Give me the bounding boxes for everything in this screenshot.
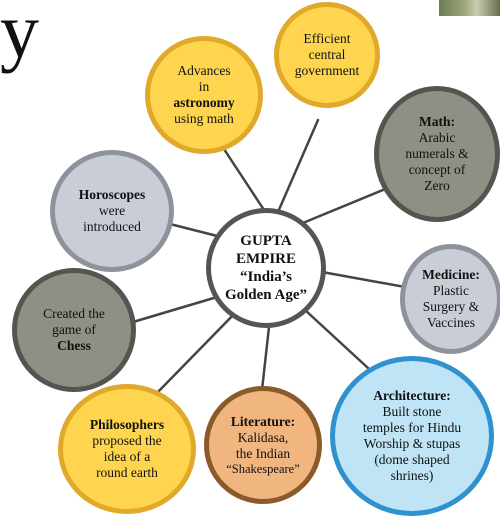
chess-bold: Chess — [57, 337, 91, 353]
literature-bold: Literature: — [230, 413, 296, 429]
math-line-3: concept of — [408, 161, 466, 177]
center-node-gupta-empire: GUPTA EMPIRE “India’s Golden Age” — [206, 208, 326, 328]
center-line-3: “India’s — [240, 269, 292, 285]
title-fragment: y — [0, 0, 39, 74]
node-government: Efficient central government — [274, 2, 380, 108]
architecture-line-1: Built stone — [382, 404, 442, 420]
corner-photo-thumbnail — [437, 0, 500, 18]
connector-math — [296, 183, 397, 227]
horoscopes-line-2: introduced — [83, 218, 141, 234]
architecture-line-4: (dome shaped — [374, 451, 450, 467]
astronomy-line-1: Advances — [177, 63, 231, 79]
node-medicine: Medicine: Plastic Surgery & Vaccines — [400, 244, 500, 354]
connector-literature — [260, 316, 272, 392]
literature-line-1: Kalidasa, — [237, 429, 289, 445]
connector-astronomy — [216, 138, 270, 218]
government-line-3: government — [294, 62, 360, 78]
connector-philosophers — [153, 306, 242, 397]
chess-line-2: game of — [52, 322, 96, 338]
horoscopes-bold: Horoscopes — [78, 187, 146, 203]
node-math: Math: Arabic numerals & concept of Zero — [374, 86, 500, 222]
connector-medicine — [320, 270, 407, 289]
astronomy-bold: astronomy — [173, 95, 235, 110]
astronomy-line-4: using math — [174, 110, 234, 126]
literature-line-2: the Indian — [235, 445, 291, 461]
architecture-line-2: temples for Hindu — [362, 420, 462, 436]
medicine-line-3: Vaccines — [427, 314, 475, 330]
architecture-bold: Architecture: — [373, 388, 451, 404]
medicine-line-1: Plastic — [432, 283, 469, 299]
node-literature: Literature: Kalidasa, the Indian “Shakes… — [204, 386, 322, 504]
philosophers-line-2: idea of a — [103, 449, 151, 464]
node-philosophers: Philosophers proposed the idea of a roun… — [58, 384, 196, 514]
math-line-2: numerals & — [405, 146, 469, 162]
math-line-1: Arabic — [418, 130, 456, 146]
center-line-4: Golden Age” — [224, 287, 308, 303]
government-line-1: Efficient — [303, 31, 351, 47]
math-bold: Math: — [419, 114, 455, 130]
architecture-line-3: Worship & stupas — [363, 436, 461, 451]
center-line-2: EMPIRE — [236, 251, 296, 267]
connector-architecture — [303, 308, 370, 370]
center-line-1: GUPTA — [240, 233, 292, 249]
chess-line-1: Created the — [43, 306, 105, 322]
horoscopes-line-1: were — [98, 203, 126, 219]
node-chess: Created the game of Chess — [12, 268, 136, 392]
math-line-4: Zero — [424, 177, 450, 193]
astronomy-line-2: in — [198, 79, 210, 95]
philosophers-bold: Philosophers — [89, 417, 165, 433]
connector-government — [276, 118, 320, 214]
medicine-bold: Medicine: — [422, 267, 480, 283]
node-astronomy: Advances in astronomy using math — [145, 36, 263, 154]
architecture-line-5: shrines) — [390, 467, 434, 483]
philosophers-line-1: proposed the — [92, 433, 162, 449]
literature-line-3: “Shakespeare” — [226, 461, 300, 476]
philosophers-line-3: round earth — [96, 464, 158, 480]
medicine-line-2: Surgery & — [422, 299, 480, 314]
node-horoscopes: Horoscopes were introduced — [50, 150, 174, 272]
node-architecture: Architecture: Built stone temples for Hi… — [330, 356, 494, 516]
government-line-2: central — [308, 47, 346, 63]
